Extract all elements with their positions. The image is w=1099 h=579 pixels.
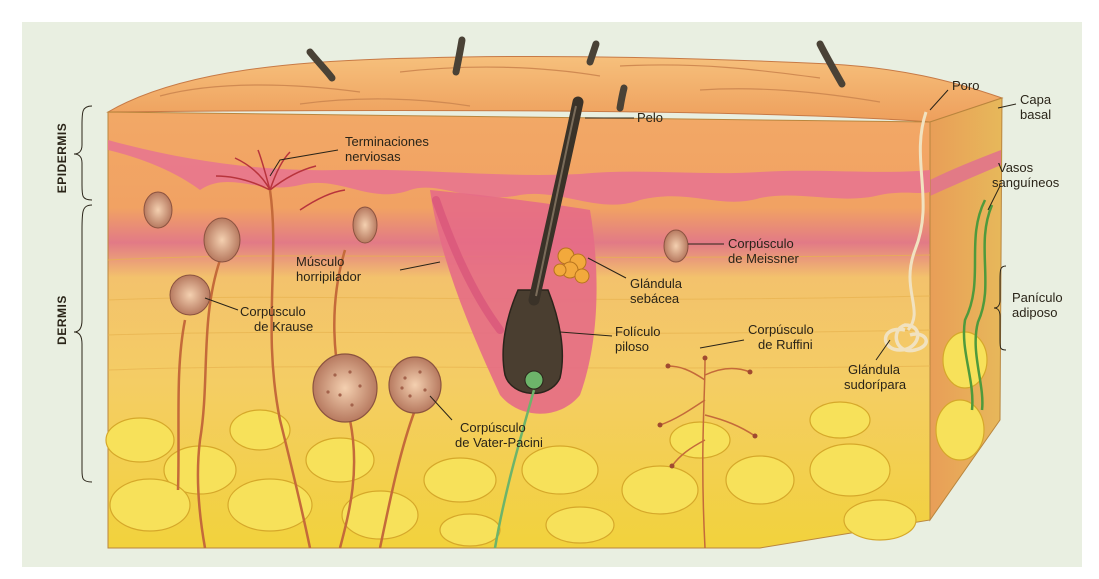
label-terminaciones-1: Terminaciones [345,134,429,149]
label-musculo-1: Músculo [296,254,344,269]
label-pacini-2: de Vater-Pacini [455,435,543,450]
label-poro: Poro [952,78,979,93]
label-ruffini-1: Corpúsculo [748,322,814,337]
label-foliculo-1: Folículo [615,324,661,339]
hair-papilla [525,371,543,389]
label-paniculo-2: adiposo [1012,305,1058,320]
epidermis-side-label: EPIDERMIS [55,123,69,194]
label-ruffini-2: de Ruffini [758,337,813,352]
label-meissner-1: Corpúsculo [728,236,794,251]
label-krause-1: Corpúsculo [240,304,306,319]
label-pelo: Pelo [637,110,663,125]
label-meissner-2: de Meissner [728,251,799,266]
label-krause-2: de Krause [254,319,313,334]
label-sudoripara-2: sudorípara [844,377,907,392]
label-pacini-1: Corpúsculo [460,420,526,435]
label-capa-basal-1: Capa [1020,92,1052,107]
dermis-side-label: DERMIS [55,295,69,345]
label-sebacea-1: Glándula [630,276,683,291]
label-sebacea-2: sebácea [630,291,680,306]
label-sudoripara-1: Glándula [848,362,901,377]
label-vasos-1: Vasos [998,160,1034,175]
label-vasos-2: sanguíneos [992,175,1060,190]
label-terminaciones-2: nerviosas [345,149,401,164]
label-paniculo-1: Panículo [1012,290,1063,305]
label-capa-basal-2: basal [1020,107,1051,122]
label-musculo-2: horripilador [296,269,362,284]
label-foliculo-2: piloso [615,339,649,354]
